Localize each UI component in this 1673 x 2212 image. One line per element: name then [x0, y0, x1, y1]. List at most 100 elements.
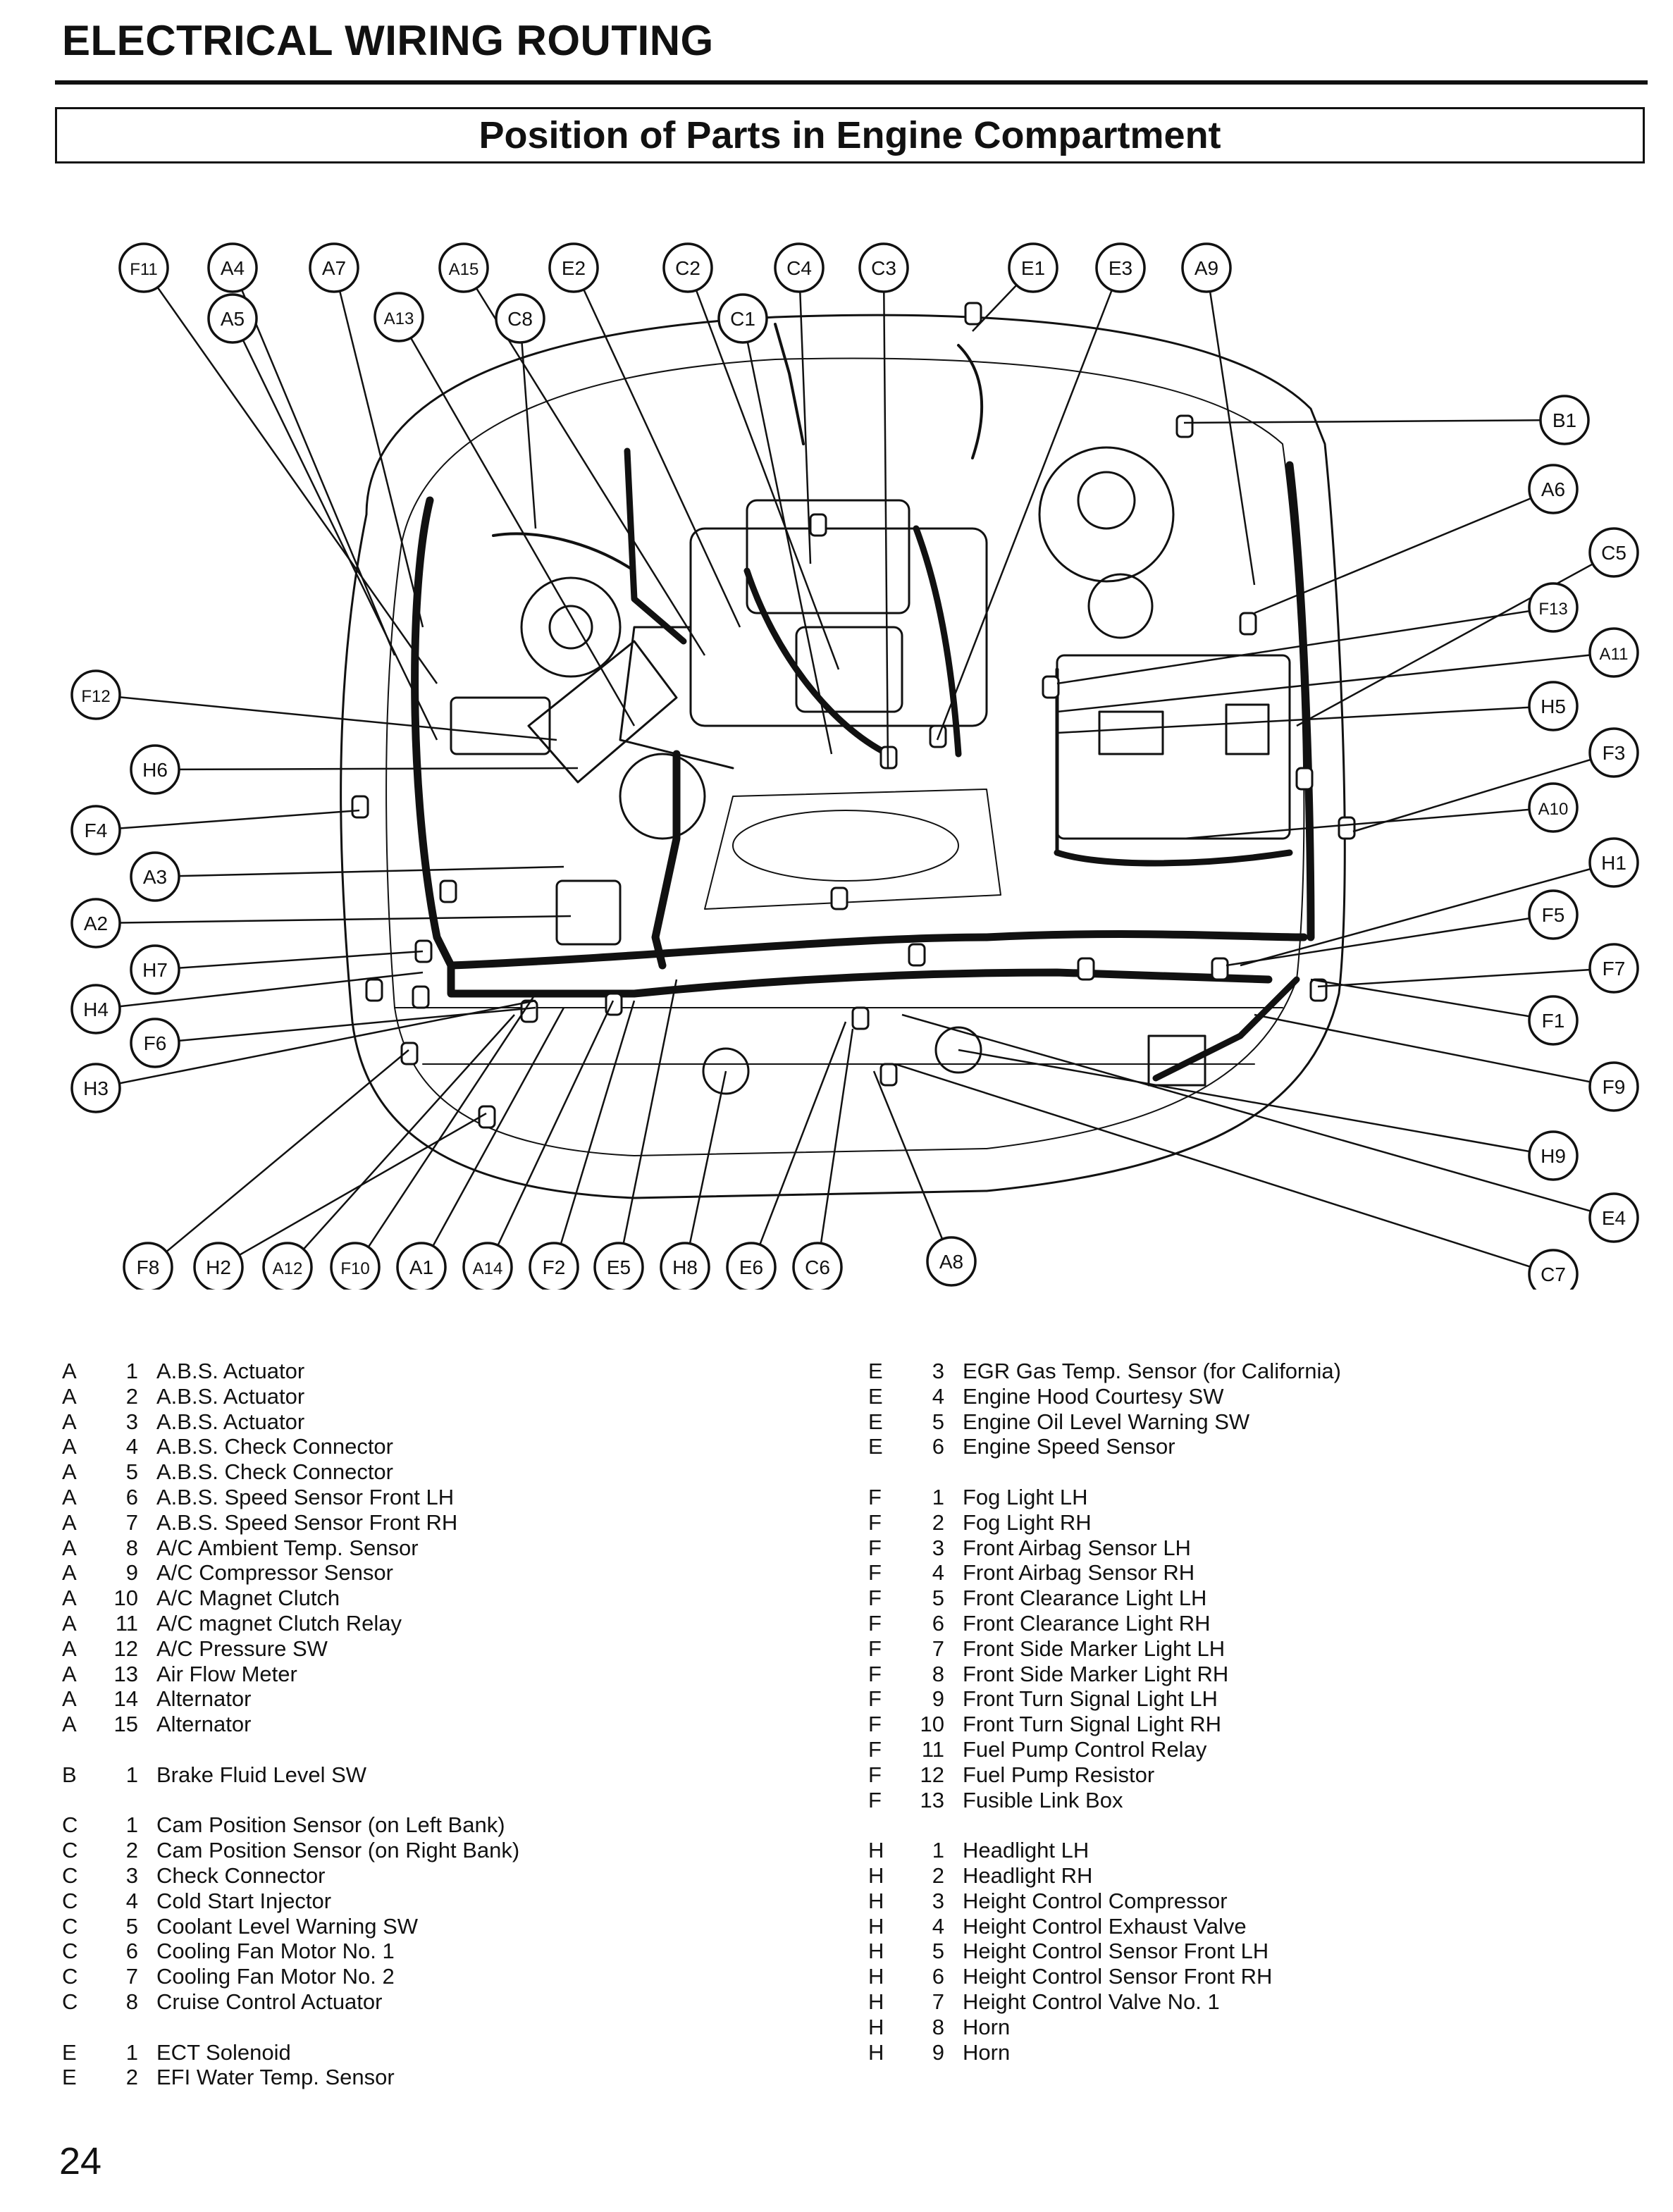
callout-circle: [1095, 242, 1146, 293]
legend-number: 15: [113, 1712, 138, 1737]
callout-b1: B1: [1539, 395, 1590, 445]
legend-group: A: [62, 1636, 77, 1661]
page-number: 24: [59, 2140, 102, 2182]
callout-label: E1: [1021, 257, 1045, 279]
legend-description: Front Turn Signal Light LH: [963, 1686, 1218, 1712]
callout-c2: C2: [662, 242, 713, 293]
leader-line: [354, 993, 537, 1268]
callout-label: A6: [1541, 478, 1565, 500]
legend-description: A/C magnet Clutch Relay: [156, 1610, 402, 1636]
legend-number: 5: [125, 1459, 138, 1485]
callout-circle: [593, 1242, 644, 1290]
callout-label: H7: [142, 959, 168, 981]
callout-c1: C1: [717, 293, 768, 344]
legend-group: A: [62, 1586, 77, 1611]
legend-number: 14: [113, 1686, 138, 1712]
callout-circle: [70, 669, 121, 720]
callout-circle: [438, 242, 489, 293]
callout-circle: [926, 1236, 977, 1287]
callout-label: A9: [1194, 257, 1218, 279]
callout-circle: [1588, 1061, 1639, 1112]
callout-circle: [1528, 889, 1579, 940]
legend-number: 7: [932, 1989, 944, 2014]
callout-label: F11: [130, 260, 158, 279]
leader-line: [95, 809, 360, 832]
callout-c6: C6: [792, 1242, 843, 1290]
legend-group: H: [868, 1989, 884, 2014]
legend-number: 2: [932, 1509, 944, 1535]
callout-c5: C5: [1588, 527, 1639, 578]
callout-label: H4: [83, 999, 109, 1020]
title-rule: [55, 80, 1648, 85]
callout-a15: A15: [438, 242, 489, 293]
legend-number: 6: [125, 1939, 138, 1964]
legend-description: Height Control Compressor: [963, 1888, 1228, 1913]
callout-circle: [1528, 1130, 1579, 1181]
callout-circle: [262, 1242, 313, 1290]
callout-label: C2: [675, 257, 700, 279]
legend-number: 3: [932, 1359, 944, 1383]
legend-number: 12: [113, 1636, 138, 1661]
legend-description: A/C Magnet Clutch: [156, 1586, 340, 1611]
legend-description: A.B.S. Actuator: [156, 1359, 305, 1383]
legend-group: E: [868, 1409, 883, 1434]
legend-description: Horn: [963, 2039, 1011, 2065]
callout-f2: F2: [529, 1242, 579, 1290]
leader-line: [572, 267, 741, 628]
callout-circle: [396, 1242, 447, 1290]
callout-label: A13: [384, 309, 414, 328]
callout-label: A15: [449, 260, 479, 279]
legend-description: Front Airbag Sensor LH: [963, 1535, 1191, 1560]
legend-number: 2: [125, 2065, 138, 2090]
legend-description: Headlight LH: [963, 1838, 1089, 1863]
callout-circle: [130, 1018, 180, 1068]
legend-number: 10: [113, 1586, 138, 1611]
legend-number: 3: [125, 1862, 138, 1888]
callout-label: A10: [1538, 800, 1569, 819]
legend-description: Front Airbag Sensor RH: [963, 1560, 1195, 1586]
legend-number: 5: [932, 1939, 944, 1964]
callout-circle: [1588, 527, 1639, 578]
callout-label: F3: [1603, 742, 1626, 764]
legend-number: 1: [125, 1359, 138, 1383]
callout-circle: [1008, 242, 1058, 293]
callout-h9: H9: [1528, 1130, 1579, 1181]
legend-group: H: [868, 2039, 884, 2065]
leader-line: [147, 1049, 409, 1268]
callout-e1: E1: [1008, 242, 1058, 293]
legend-group: H: [868, 1964, 884, 1989]
legend-description: A.B.S. Speed Sensor Front LH: [156, 1484, 455, 1509]
legend-description: Horn: [963, 2014, 1011, 2039]
callout-label: C5: [1601, 542, 1626, 564]
leader-line: [1296, 551, 1615, 727]
callout-f10: F10: [330, 1242, 381, 1290]
legend-description: Alternator: [156, 1686, 252, 1712]
callout-circle: [1528, 681, 1579, 731]
leader-line: [552, 1000, 636, 1268]
callout-label: B1: [1552, 409, 1576, 431]
callout-f9: F9: [1588, 1061, 1639, 1112]
callout-circle: [1528, 582, 1579, 633]
callout-label: C8: [507, 308, 533, 330]
callout-a9: A9: [1181, 242, 1232, 293]
callout-label: F6: [144, 1032, 167, 1054]
callout-circle: [1528, 995, 1579, 1046]
legend-group: H: [868, 1939, 884, 1964]
legend-description: Headlight RH: [963, 1862, 1093, 1888]
callout-label: A11: [1600, 645, 1629, 664]
leader-line: [95, 915, 572, 925]
legend-description: Fog Light LH: [963, 1484, 1088, 1509]
legend-number: 7: [932, 1636, 944, 1661]
legend-number: 1: [125, 2039, 138, 2065]
callout-circle: [1588, 627, 1639, 678]
leader-line: [333, 267, 424, 628]
